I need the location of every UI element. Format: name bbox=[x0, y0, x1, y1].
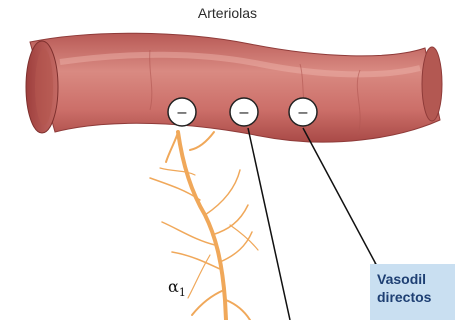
alpha-symbol: α bbox=[168, 277, 179, 296]
callout-line-2: directos bbox=[377, 288, 455, 306]
receptor-2-sign: – bbox=[240, 104, 249, 121]
receptor-3: – bbox=[289, 98, 317, 126]
pointer-line-right bbox=[303, 128, 378, 268]
callout-line-1: Vasodil bbox=[377, 270, 455, 288]
receptor-1-sign: – bbox=[178, 104, 187, 121]
alpha-subscript: 1 bbox=[179, 286, 186, 299]
vessel-lumen-right bbox=[422, 47, 442, 121]
receptor-2: – bbox=[230, 98, 258, 126]
diagram-title: Arteriolas bbox=[0, 5, 455, 21]
alpha1-receptor-label: α1 bbox=[168, 277, 186, 299]
receptor-3-sign: – bbox=[299, 104, 308, 121]
pointer-line-middle bbox=[248, 128, 290, 320]
receptor-1: – bbox=[168, 98, 196, 126]
vasodilators-callout: Vasodil directos bbox=[370, 264, 455, 320]
sympathetic-nerve bbox=[150, 132, 258, 320]
arteriole-vessel bbox=[26, 33, 442, 142]
